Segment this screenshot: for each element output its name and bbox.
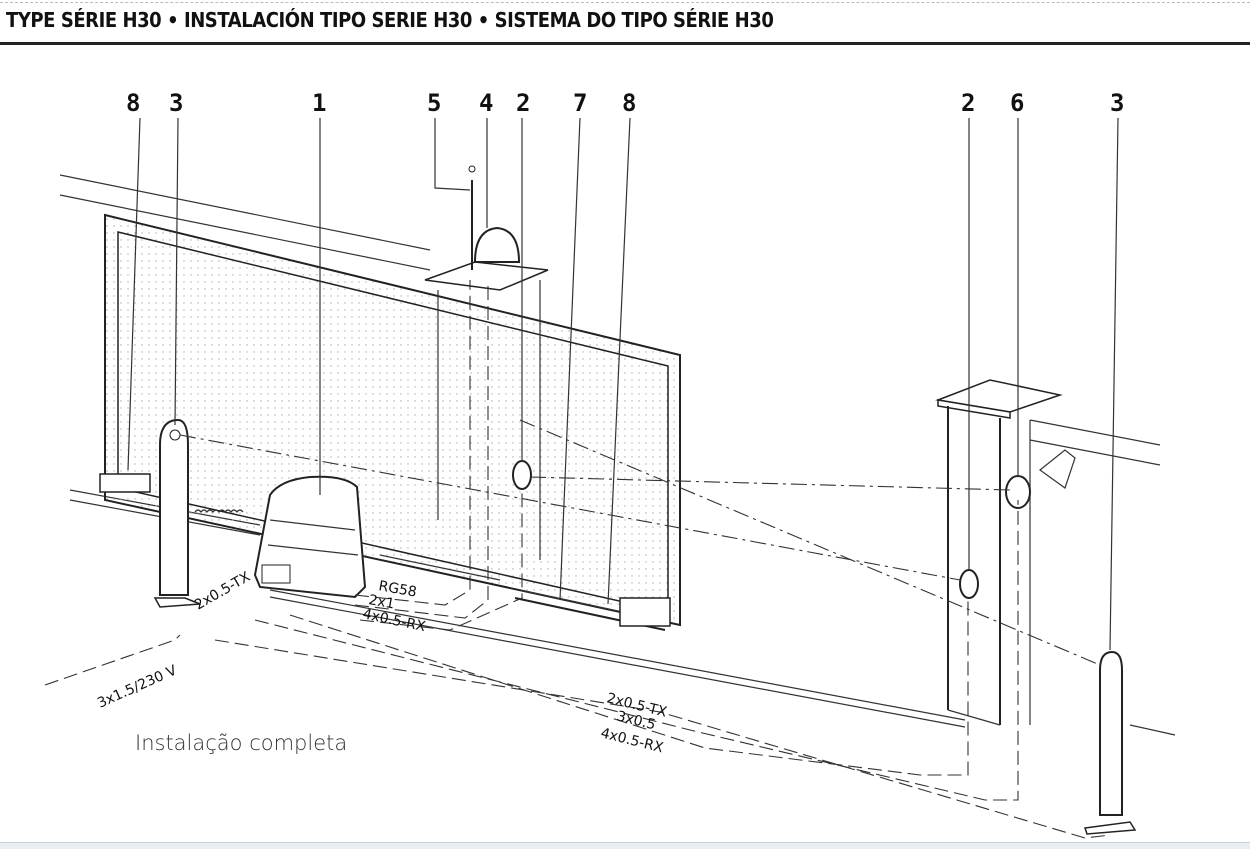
sliding-gate: [104, 213, 966, 728]
key-icon: [1039, 449, 1076, 489]
cable-label-rx-right: 4x0.5-RX: [599, 725, 665, 756]
photocell-beam-3: [519, 419, 1101, 666]
gearmotor: [253, 475, 367, 599]
limit-stop-right: [619, 597, 671, 627]
callout-8-right: 8: [622, 89, 636, 117]
page-title: TYPE SÉRIE H30 • INSTALACIÓN TIPO SERIE …: [6, 8, 774, 32]
photocell-beam-1: [179, 434, 961, 581]
photocell-pillar: [959, 569, 979, 599]
cable-label-power: 3x1.5/230 V: [95, 662, 179, 711]
title-rule: [0, 42, 1250, 45]
callout-5: 5: [427, 89, 441, 117]
left-column: [153, 418, 201, 608]
cable-label-rx-left: 4x0.5-RX: [361, 606, 427, 635]
callout-4: 4: [479, 89, 493, 117]
callout-2-gate: 2: [516, 89, 530, 117]
cable-label-rg58: RG58: [377, 578, 418, 600]
cable-label-tx-left: 2x0.5-TX: [192, 569, 253, 614]
callout-8-left: 8: [126, 89, 140, 117]
cable-label-2x1: 2x1: [367, 592, 395, 612]
callout-leaders: [127, 117, 1119, 651]
callout-3-left: 3: [169, 89, 183, 117]
top-border: [0, 2, 1250, 3]
right-pillar: [935, 379, 1063, 726]
cable-runs: [44, 280, 1111, 839]
diagram-caption: Instalação completa: [135, 731, 347, 755]
right-column: [1084, 650, 1137, 835]
limit-stop-left: [99, 473, 151, 493]
callout-1: 1: [312, 89, 326, 117]
callout-7: 7: [573, 89, 587, 117]
callout-2-pillar: 2: [961, 89, 975, 117]
bottom-bar: [0, 842, 1250, 849]
flashing-lamp: [473, 226, 521, 263]
callout-3-right: 3: [1110, 89, 1124, 117]
callout-6: 6: [1010, 89, 1024, 117]
photocell-gate: [512, 460, 532, 490]
callout-numbers: 8 3 1 5 4 2 7 8 2 6 3: [126, 89, 1124, 117]
photocell-beam-2: [529, 476, 1011, 491]
center-post: [424, 165, 549, 560]
